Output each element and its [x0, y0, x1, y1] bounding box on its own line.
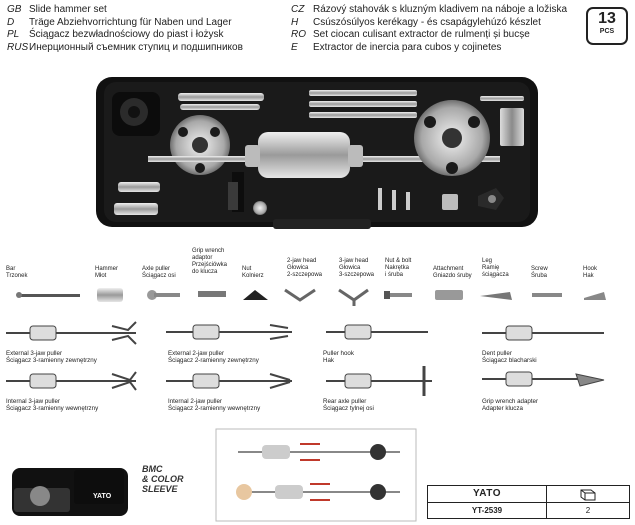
lang-code: GB — [7, 4, 22, 15]
lang-text: Slide hammer set — [29, 4, 107, 15]
lang-text: Träge Abziehvorrichtung für Naben und La… — [29, 16, 232, 28]
usage-diagram — [215, 428, 417, 522]
configurations — [6, 321, 605, 396]
lang-code: CZ — [291, 4, 305, 15]
language-list-right: CZ Rázový stahovák s kluzným kladivem na … — [291, 4, 567, 54]
packaging-photo — [12, 468, 128, 516]
case-photo — [96, 77, 538, 229]
lang-text: Ściągacz bezwładnościowy do piast i łoży… — [29, 29, 224, 40]
packaging-brand: YATO — [93, 493, 112, 500]
lang-text: Set ciocan culisant extractor de rulmenț… — [313, 29, 530, 40]
lang-text: Extractor de inercia para cubos y cojine… — [313, 41, 502, 53]
language-list-left: GB Slide hammer set D Träge Abziehvorricht… — [7, 4, 243, 54]
piece-unit: PCS — [599, 28, 615, 35]
lang-code: PL — [7, 29, 20, 40]
package-icon — [547, 486, 629, 503]
lang-text: Rázový stahovák s kluzným kladivem na ná… — [313, 4, 568, 15]
piece-count-badge: 13 PCS — [586, 7, 628, 45]
lang-code: E — [291, 41, 298, 53]
lang-code: H — [291, 16, 299, 28]
lang-text: Инерционный съемник ступиц и подшипников — [29, 41, 243, 53]
package-quantity: 2 — [585, 506, 591, 515]
lang-text: Csúszósúlyos kerékagy - és csapágylehúzó… — [313, 16, 541, 28]
parts-row — [16, 288, 606, 306]
piece-count: 13 — [598, 10, 616, 27]
lang-code: D — [7, 16, 15, 28]
brand-logo: YATO — [428, 486, 547, 503]
product-code-table: YATO YT-2539 2 — [427, 485, 630, 519]
product-code: YT-2539 — [428, 503, 547, 518]
lang-code: RUS — [7, 41, 29, 53]
lang-code: RO — [291, 29, 306, 40]
